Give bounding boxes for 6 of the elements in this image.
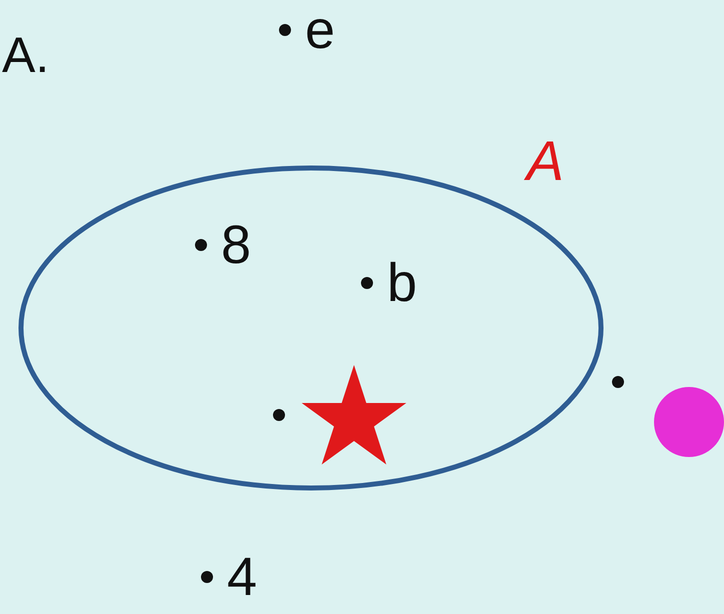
- element-label: b: [387, 256, 418, 310]
- problem-number: A.: [2, 30, 50, 80]
- element-label: e: [305, 3, 336, 57]
- set-label: A: [526, 133, 564, 189]
- element-label: 8: [221, 218, 252, 272]
- element-label: 4: [227, 550, 258, 604]
